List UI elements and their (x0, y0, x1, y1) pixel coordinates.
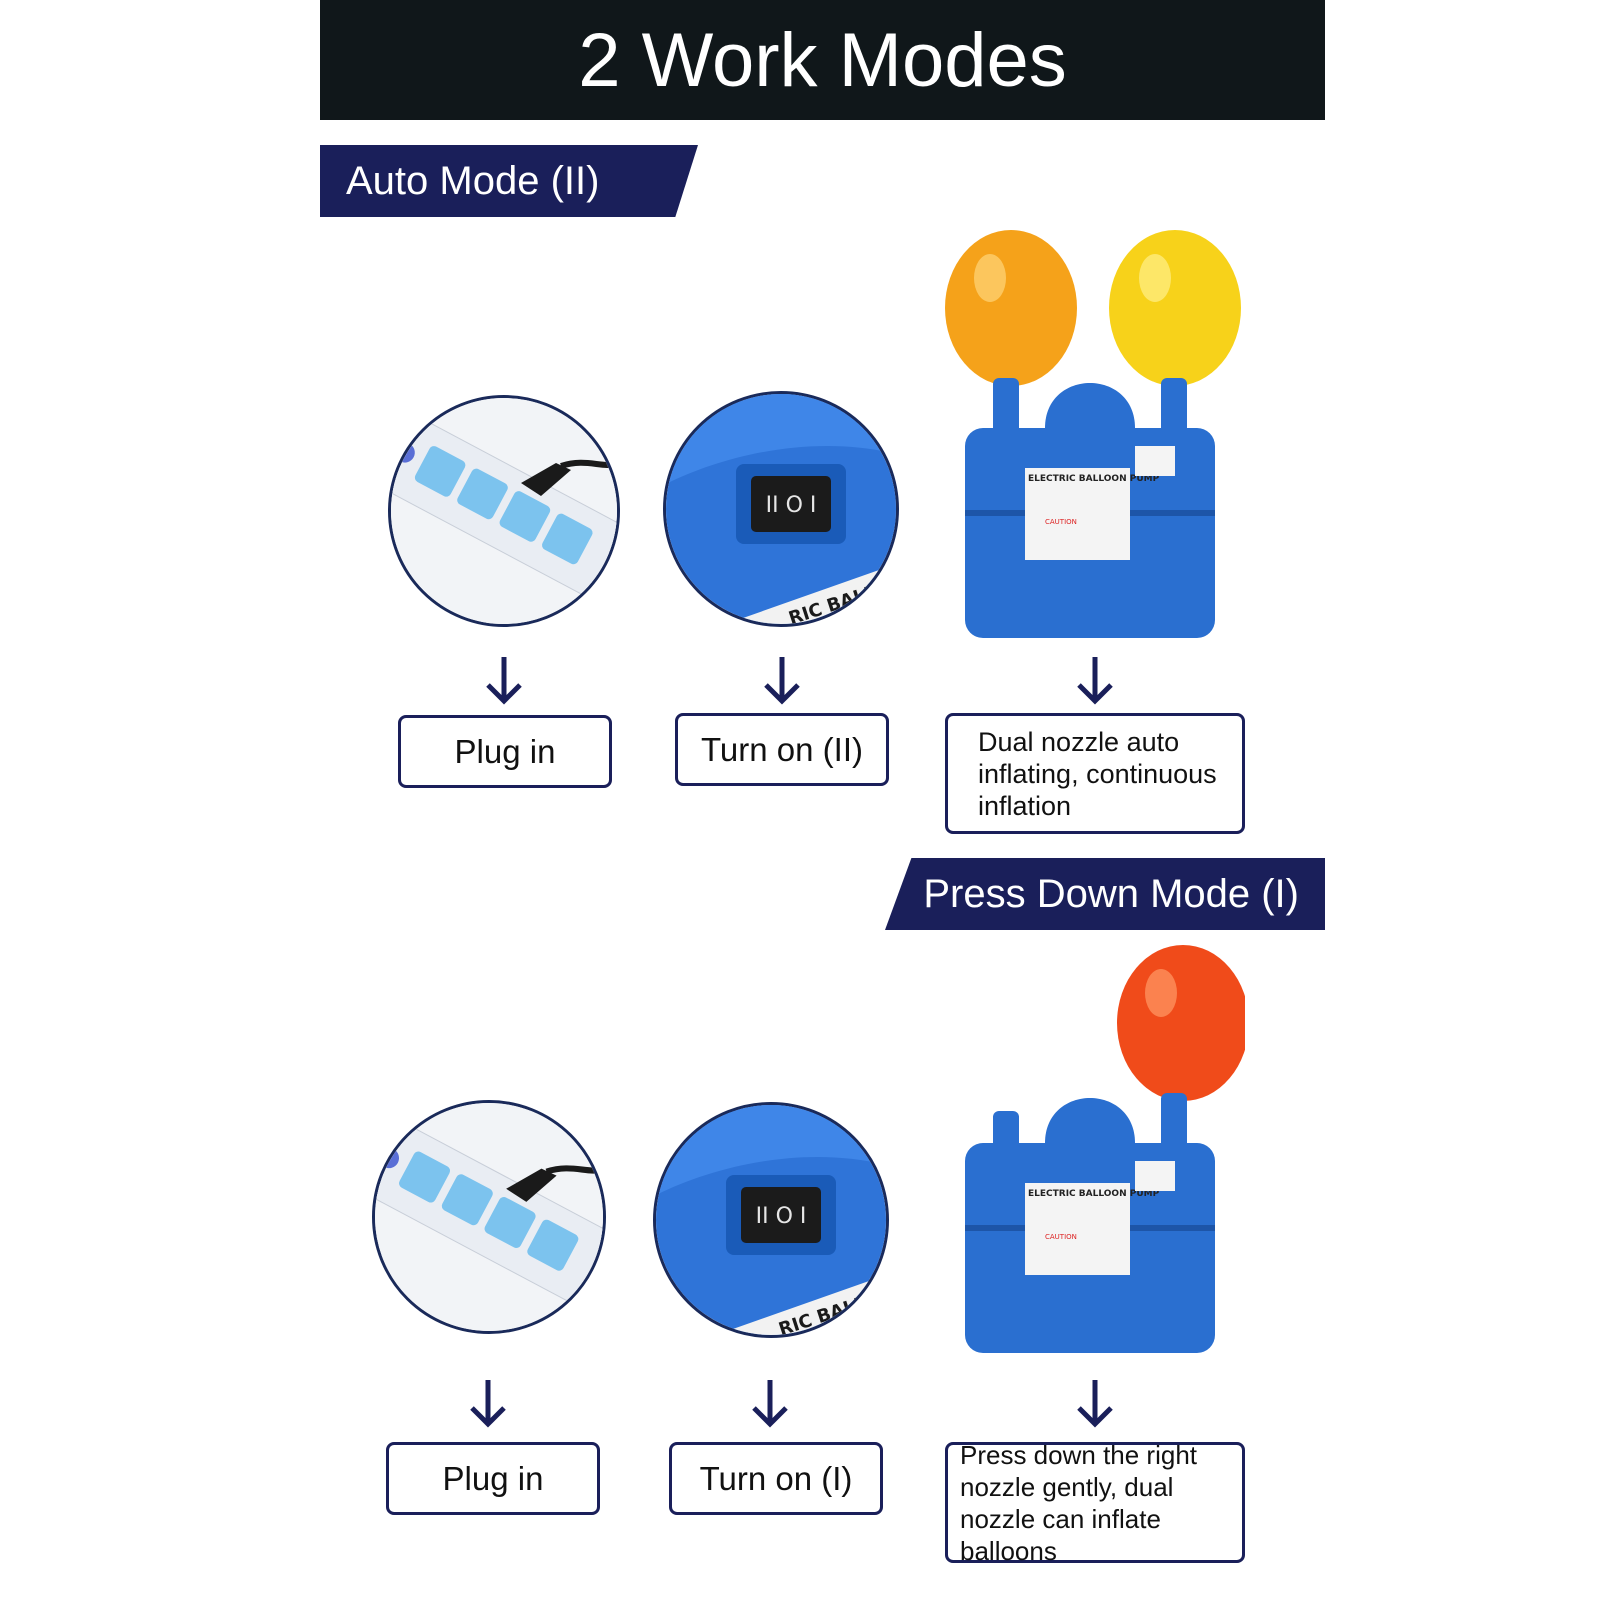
press-mode-result: Press down the right nozzle gently, dual… (945, 1439, 1245, 1566)
power-strip-image (372, 1100, 606, 1334)
step-turn-on: Turn on (I) (669, 1442, 883, 1515)
auto-mode-banner: Auto Mode (II) (320, 145, 698, 217)
step-turn-on: Turn on (II) (675, 713, 889, 786)
svg-text:CAUTION: CAUTION (1045, 518, 1077, 526)
svg-text:ELECTRIC BALLOON PUMP: ELECTRIC BALLOON PUMP (1028, 474, 1160, 484)
result-line: Press down the right (960, 1439, 1198, 1470)
result-line: nozzle gently, dual (960, 1471, 1174, 1502)
power-switch-image: II O I RIC BALLOON PU (663, 391, 899, 627)
dual-balloon-pump-image: ELECTRIC BALLOON PUMP CAUTION (935, 228, 1245, 648)
result-line: nozzle can inflate balloons (960, 1503, 1161, 1566)
step-plug-in: Plug in (398, 715, 612, 788)
page-title: 2 Work Modes (320, 0, 1325, 120)
press-mode-banner: Press Down Mode (I) (885, 858, 1325, 930)
power-switch-image: II O I RIC BALLOON PU (653, 1102, 889, 1338)
arrow-down-icon (1077, 657, 1113, 705)
svg-text:II O I: II O I (756, 1204, 807, 1229)
step-plug-in: Plug in (386, 1442, 600, 1515)
arrow-down-icon (764, 657, 800, 705)
svg-text:CAUTION: CAUTION (1045, 1233, 1077, 1241)
svg-text:II O I: II O I (766, 493, 817, 518)
result-line: inflating, continuous (978, 758, 1217, 789)
arrow-down-icon (486, 657, 522, 705)
arrow-down-icon (470, 1380, 506, 1428)
single-balloon-pump-image: ELECTRIC BALLOON PUMP CAUTION (935, 943, 1249, 1363)
power-strip-image (388, 395, 620, 627)
auto-mode-result: Dual nozzle auto inflating, continuous i… (945, 713, 1245, 834)
result-line: Dual nozzle auto (978, 726, 1180, 757)
arrow-down-icon (752, 1380, 788, 1428)
svg-text:ELECTRIC BALLOON PUMP: ELECTRIC BALLOON PUMP (1028, 1189, 1160, 1199)
arrow-down-icon (1077, 1380, 1113, 1428)
result-line: inflation (978, 790, 1072, 821)
